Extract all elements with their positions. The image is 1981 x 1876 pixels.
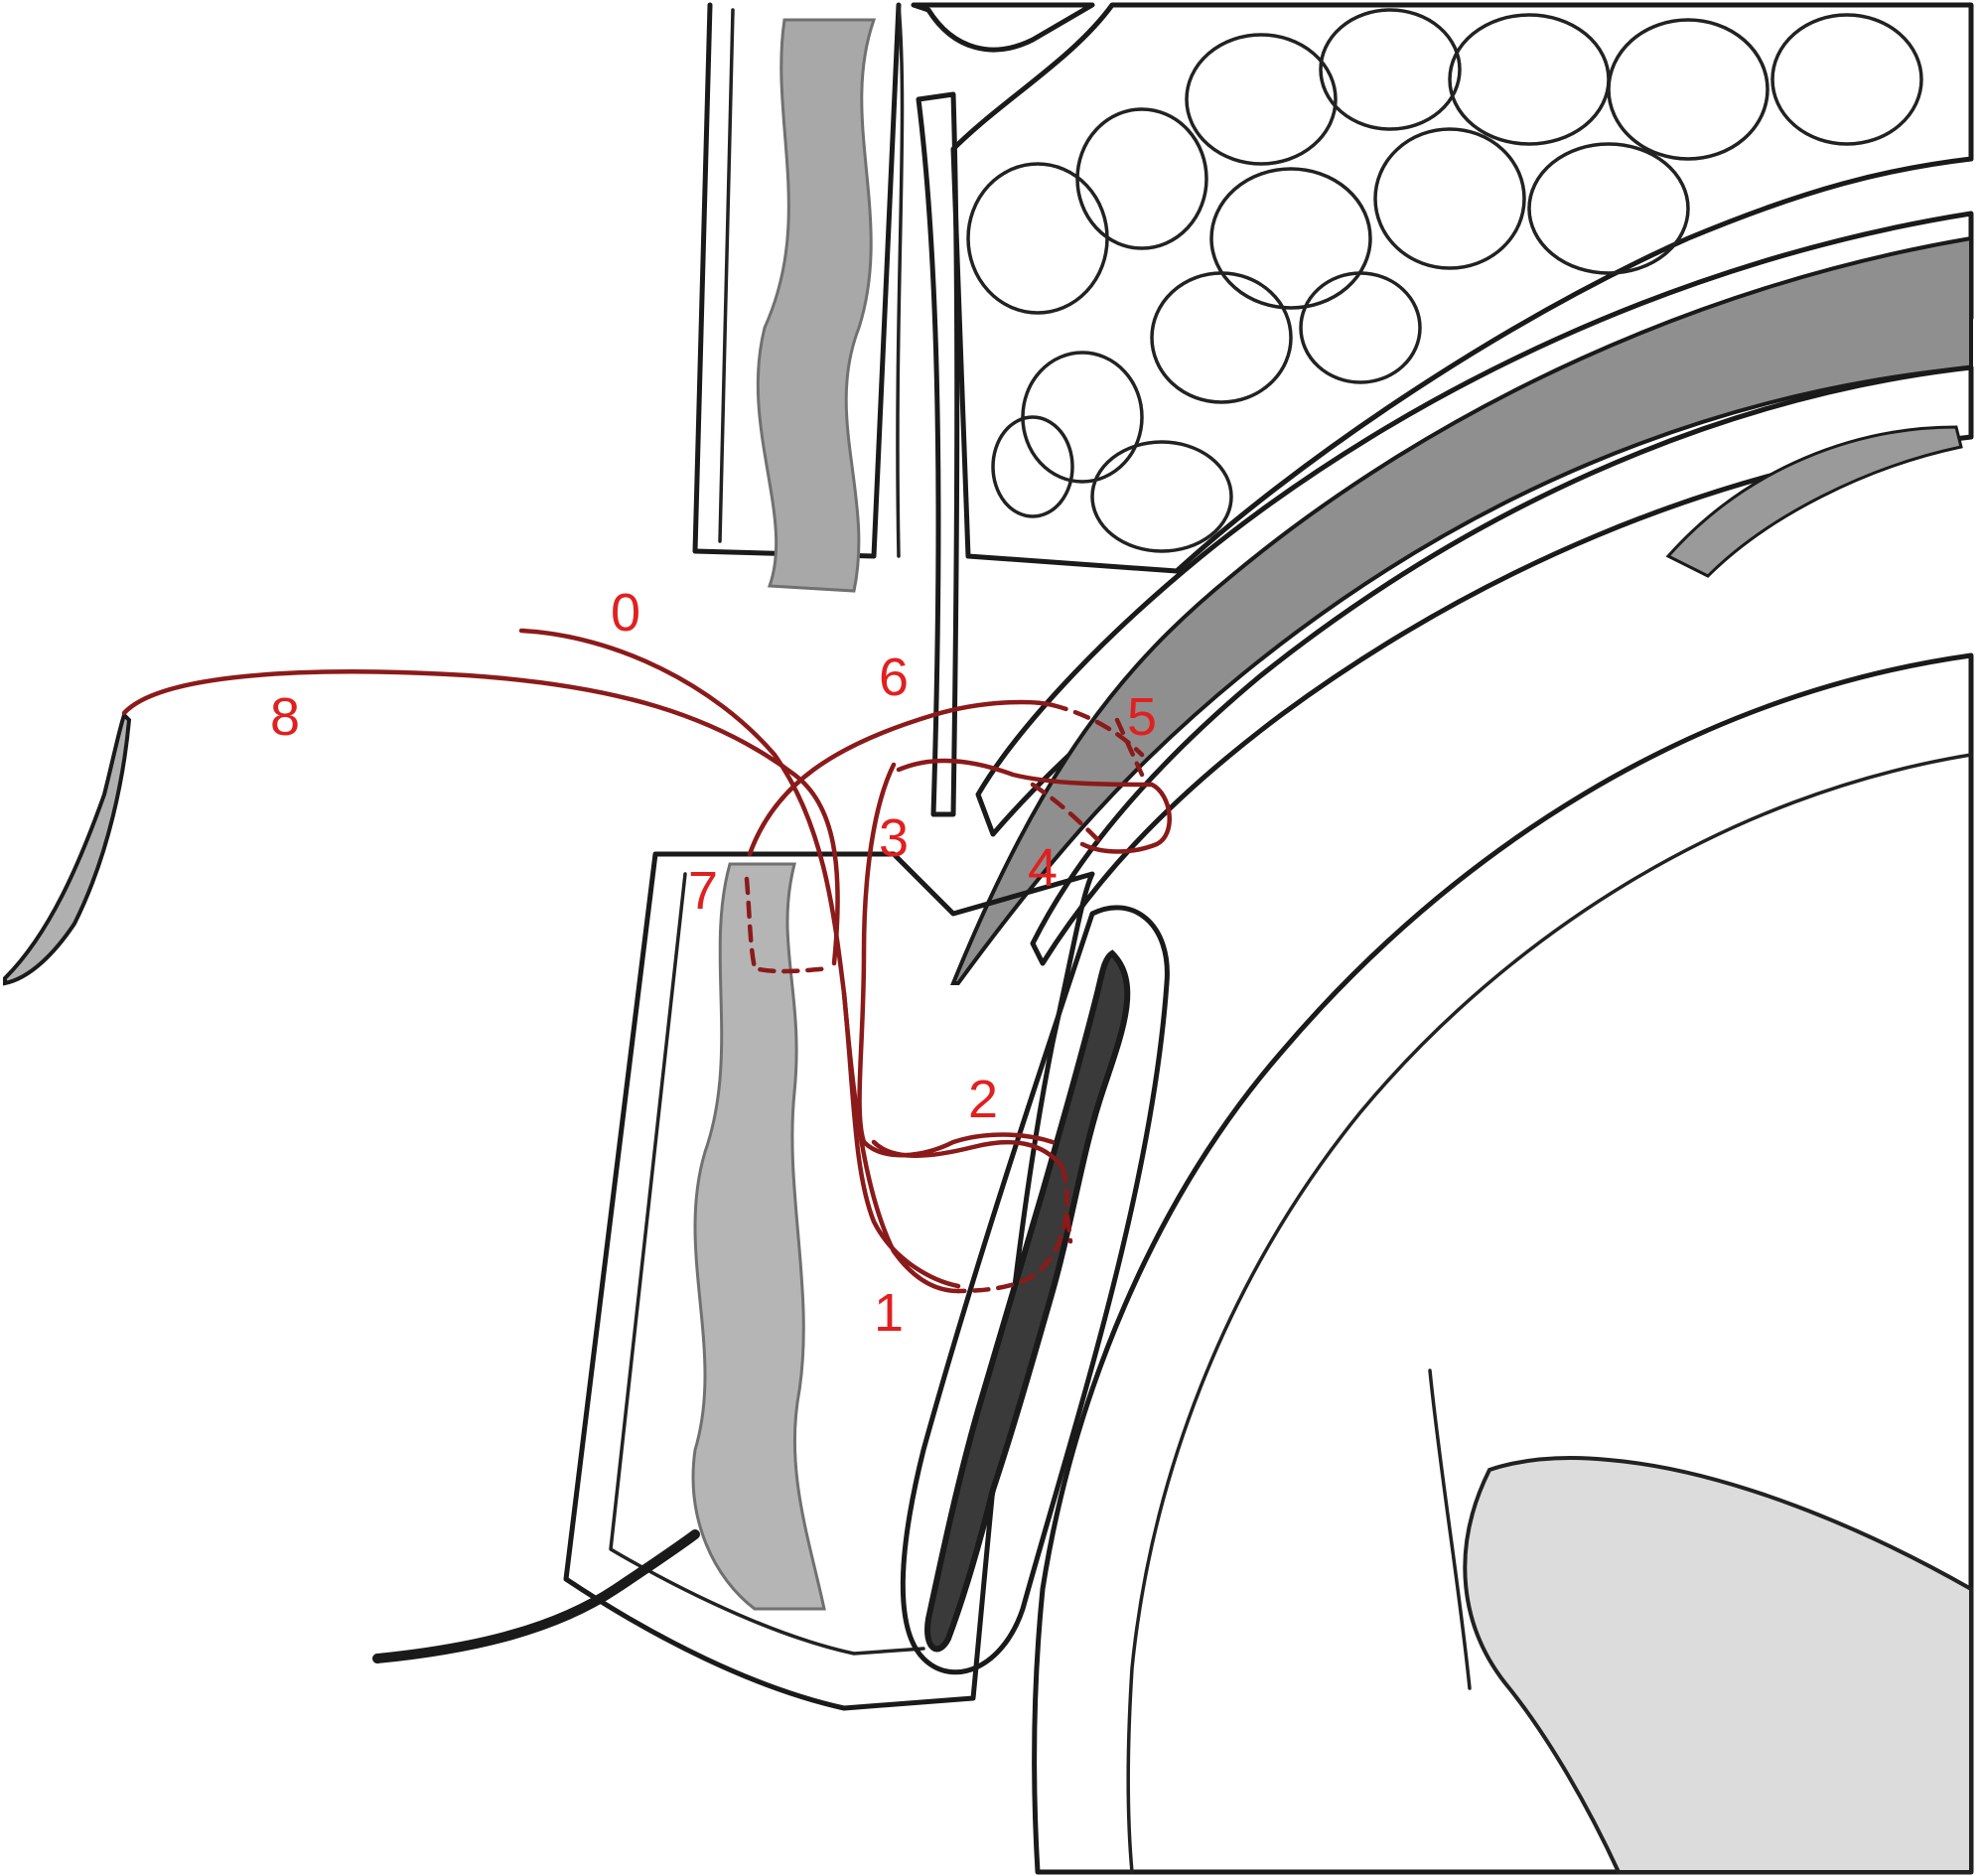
label-4: 4: [1028, 838, 1058, 898]
label-2: 2: [968, 1070, 998, 1129]
label-1: 1: [874, 1283, 904, 1343]
septum: [916, 91, 960, 817]
suture-6: [747, 699, 1056, 857]
globe-structure: [1032, 652, 1974, 1875]
suture-4-loop: [896, 758, 1172, 854]
eyelash: [372, 1529, 700, 1663]
label-3: 3: [879, 808, 909, 868]
suture-dashed: [744, 702, 1145, 1294]
suture-1: [841, 990, 961, 1294]
levator-band: [950, 211, 1974, 985]
label-5: 5: [1127, 687, 1157, 747]
label-0: 0: [611, 583, 640, 643]
suture-2: [871, 1139, 1065, 1170]
skin-fragment: [3, 711, 132, 986]
label-7: 7: [688, 861, 718, 921]
lower-eyelid: [563, 851, 1095, 1711]
label-6: 6: [879, 648, 909, 707]
upper-column: [692, 2, 905, 593]
suture-paths: [121, 628, 1172, 1294]
tarsal-plate: [900, 905, 1170, 1675]
step-labels: 0 1 2 3 4 5 6 7 8: [270, 583, 1157, 1343]
suture-8: [121, 669, 840, 966]
label-8: 8: [270, 687, 300, 747]
suture-0: [518, 628, 961, 1289]
upper-column-texture: [756, 18, 877, 593]
orbital-fat: [911, 2, 1974, 574]
